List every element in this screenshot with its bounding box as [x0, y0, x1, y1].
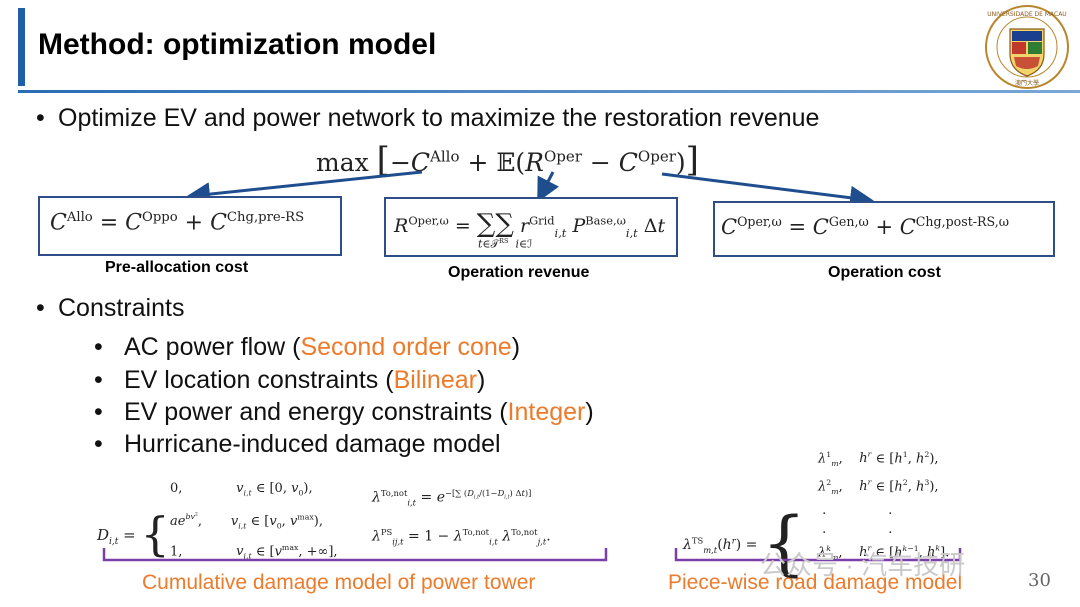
- tower-caption: Cumulative damage model of power tower: [142, 571, 536, 594]
- tower-probability-equations: λTo,noti,t = e−[∑ (Di,t/(1−Di,t) Δt)] λP…: [372, 488, 551, 547]
- watermark: 公众号 · 汽车技研: [760, 550, 966, 580]
- opcost-equation: COper,ω = CGen,ω + CChg,post-RS,ω: [721, 214, 1009, 239]
- revenue-label: Operation revenue: [448, 264, 590, 281]
- bullet-objective: •Optimize EV and power network to maximi…: [36, 104, 820, 132]
- tower-damage-lhs: Di,t = {: [97, 507, 170, 561]
- constraint-item: •Hurricane-induced damage model: [94, 430, 501, 458]
- revenue-equation: ROper,ω = ∑∑ rGridi,t PBase,ωi,t Δt: [394, 209, 666, 240]
- slide-title: Method: optimization model: [38, 28, 437, 61]
- bullet-constraints-text: Constraints: [58, 294, 185, 322]
- revenue-sum-indices: t∈𝒯RS i∈ℐ: [478, 237, 533, 251]
- university-logo: UNIVERSIDADE DE MACAU 澳門大學: [985, 5, 1069, 89]
- title-accent-bar: [18, 8, 25, 86]
- constraint-item: •EV location constraints (Bilinear): [94, 366, 486, 394]
- svg-text:澳門大學: 澳門大學: [1015, 79, 1039, 87]
- road-caption: Piece-wise road damage model: [668, 571, 963, 594]
- bullet-objective-text: Optimize EV and power network to maximiz…: [58, 104, 820, 132]
- opcost-box: COper,ω = CGen,ω + CChg,post-RS,ω: [713, 201, 1055, 257]
- constraint-item: •AC power flow (Second order cone): [94, 333, 521, 361]
- preallocation-label: Pre-allocation cost: [105, 259, 249, 276]
- road-damage-lhs: λTSm,t(hr) = {: [683, 502, 807, 584]
- preallocation-equation: CAllo = COppo + CChg,pre-RS: [50, 210, 305, 236]
- constraint-item: •EV power and energy constraints (Intege…: [94, 398, 594, 426]
- objective-equation: max [−CAllo + 𝔼(ROper − COper)]: [316, 140, 699, 180]
- svg-text:UNIVERSIDADE DE MACAU: UNIVERSIDADE DE MACAU: [987, 11, 1066, 18]
- bullet-constraints: •Constraints: [36, 294, 185, 322]
- tower-damage-cases: 0, vi,t ∈ [0, v0), aebv2, vi,t ∈ [v0, vm…: [170, 481, 338, 562]
- page-number: 30: [1028, 570, 1051, 591]
- opcost-label: Operation cost: [828, 264, 941, 281]
- preallocation-box: CAllo = COppo + CChg,pre-RS: [38, 196, 342, 256]
- revenue-box: ROper,ω = ∑∑ rGridi,t PBase,ωi,t Δt t∈𝒯R…: [384, 197, 678, 257]
- title-divider: [18, 90, 1080, 93]
